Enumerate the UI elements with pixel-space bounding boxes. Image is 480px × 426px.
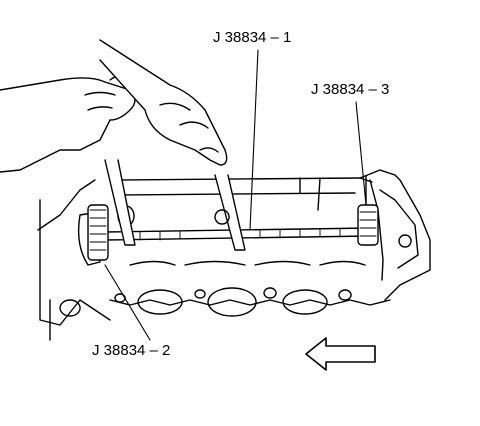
bridge-tool	[104, 159, 246, 251]
left-arrow-icon	[305, 337, 376, 371]
right-nut-assembly	[357, 175, 379, 246]
engine-block	[37, 169, 431, 341]
leader-lines	[104, 49, 367, 341]
technician-hands	[0, 39, 228, 173]
label-j38834-3: J 38834 – 3	[311, 81, 390, 98]
label-j38834-1: J 38834 – 1	[213, 29, 292, 46]
label-j38834-2: J 38834 – 2	[92, 342, 171, 359]
